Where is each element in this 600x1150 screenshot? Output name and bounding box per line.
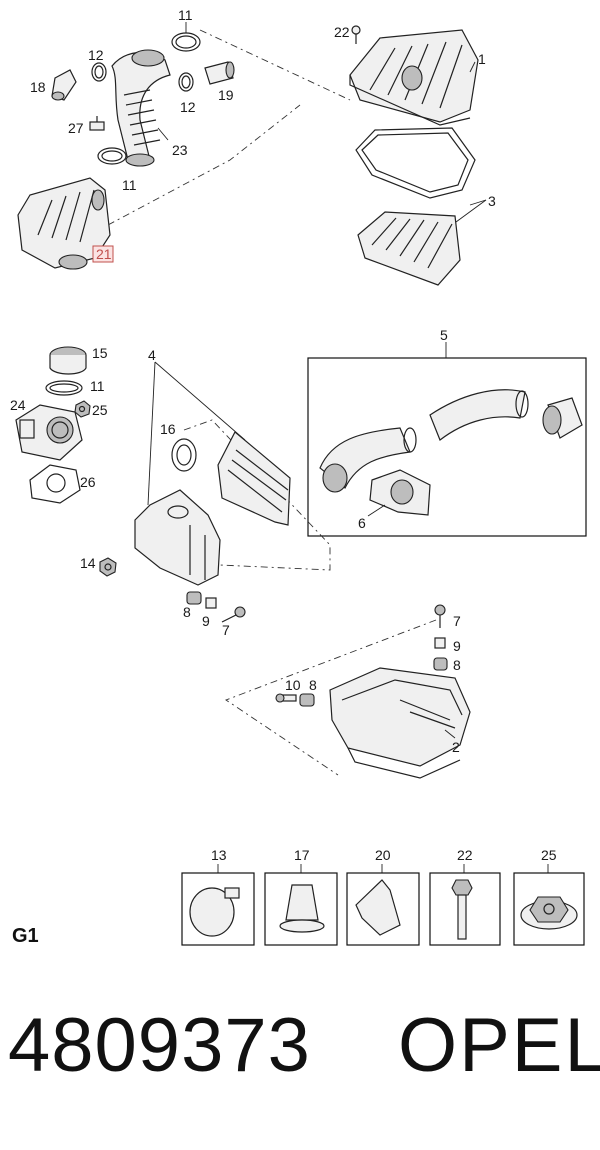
- lead-6: [367, 504, 386, 517]
- callout-11-lower: 11: [122, 177, 137, 193]
- callout-5: 5: [440, 327, 448, 343]
- callout-26: 26: [80, 474, 96, 490]
- spacer-9-lower[interactable]: [434, 637, 446, 649]
- coupler-15[interactable]: [49, 346, 87, 375]
- callout-1: 1: [478, 51, 486, 67]
- callout-25-mid: 25: [92, 402, 108, 418]
- callout-9-mid: 9: [202, 613, 210, 629]
- air-cleaner-lower-housing-2[interactable]: [329, 667, 471, 779]
- throttle-body-24[interactable]: [15, 404, 83, 461]
- housing-insert-16[interactable]: [171, 438, 197, 472]
- tube-19[interactable]: [204, 61, 235, 85]
- gasket-26[interactable]: [29, 464, 81, 504]
- fastener-25[interactable]: 25: [513, 847, 585, 946]
- callout-21-box: [92, 245, 114, 263]
- callout-12-left: 12: [88, 47, 104, 63]
- callout-11-mid: 11: [90, 378, 105, 394]
- bolt-10[interactable]: [275, 693, 297, 703]
- lead-23: [157, 127, 169, 141]
- callout-9-lower: 9: [453, 638, 461, 654]
- callout-4: 4: [148, 347, 156, 363]
- spacer-9-mid[interactable]: [205, 597, 217, 609]
- callout-21: 21: [96, 246, 112, 262]
- routing-line-top: [199, 29, 351, 101]
- hose-clamp-11-top[interactable]: [171, 22, 201, 52]
- legend-label-25: 25: [541, 847, 557, 863]
- fastener-20[interactable]: 20: [346, 847, 420, 946]
- legend-label-20: 20: [375, 847, 391, 863]
- lead-4b: [154, 361, 246, 441]
- legend-label-13: 13: [211, 847, 227, 863]
- bushing-8-lower[interactable]: [433, 657, 448, 671]
- callout-8-lower: 8: [453, 657, 461, 673]
- callout-3: 3: [488, 193, 496, 209]
- bushing-8-mid[interactable]: [186, 591, 202, 605]
- parts-diagram: 11 22 1 23 12 12 18 19: [10, 7, 587, 946]
- callout-8-mid: 8: [183, 604, 191, 620]
- lead-4a: [147, 361, 156, 506]
- bushing-8-bottom[interactable]: [299, 693, 315, 707]
- bolt-7-lower[interactable]: [434, 604, 446, 628]
- routing-line-lower: [225, 619, 437, 776]
- sensor-27[interactable]: [89, 116, 105, 131]
- group-5-box: [307, 357, 587, 537]
- routing-line-top-2: [107, 104, 301, 226]
- callout-8-bottom: 8: [309, 677, 317, 693]
- screw-22[interactable]: [351, 25, 361, 44]
- brand-name: OPEL: [398, 1003, 600, 1088]
- callout-6: 6: [358, 515, 366, 531]
- callout-27: 27: [68, 120, 84, 136]
- callout-19: 19: [218, 87, 234, 103]
- hose-clamp-11-mid[interactable]: [45, 380, 83, 396]
- part-number: 4809373: [8, 1003, 311, 1088]
- fastener-22[interactable]: 22: [429, 847, 501, 946]
- air-cleaner-cover-1[interactable]: [349, 29, 479, 126]
- routing-line-mid: [183, 419, 331, 571]
- callout-15: 15: [92, 345, 108, 361]
- callout-11: 11: [178, 7, 193, 23]
- grommet-14[interactable]: [99, 557, 117, 577]
- lead-3a: [469, 199, 487, 206]
- elbow-18[interactable]: [51, 69, 77, 101]
- callout-7-lower: 7: [453, 613, 461, 629]
- callout-24: 24: [10, 397, 26, 413]
- lead-2: [444, 729, 456, 739]
- callout-10: 10: [285, 677, 301, 693]
- housing-body-4[interactable]: [134, 489, 221, 586]
- callout-22: 22: [334, 24, 350, 40]
- filter-element-4[interactable]: [217, 431, 291, 526]
- legend-label-17: 17: [294, 847, 310, 863]
- nut-25-mid[interactable]: [74, 400, 91, 418]
- callout-18: 18: [30, 79, 46, 95]
- callout-23: 23: [172, 142, 188, 158]
- fastener-17[interactable]: 17: [264, 847, 338, 946]
- lead-3b: [455, 199, 487, 223]
- callout-12-right: 12: [180, 99, 196, 115]
- air-filter-3[interactable]: [357, 211, 461, 286]
- group-label: G1: [12, 925, 39, 947]
- resonator-housing-21[interactable]: [17, 177, 111, 270]
- lead-1: [469, 61, 476, 73]
- legend-label-22: 22: [457, 847, 473, 863]
- gasket-3[interactable]: [355, 127, 476, 199]
- intake-hose-23[interactable]: [111, 49, 171, 167]
- callout-2: 2: [452, 739, 460, 755]
- clamp-12-right[interactable]: [178, 72, 194, 92]
- callout-14: 14: [80, 555, 96, 571]
- clamp-12-left[interactable]: [91, 62, 107, 82]
- air-duct-5[interactable]: [319, 389, 583, 493]
- bolt-7-mid[interactable]: [221, 606, 246, 623]
- fastener-13[interactable]: 13: [181, 847, 255, 946]
- adapter-6[interactable]: [369, 469, 431, 516]
- callout-7-mid: 7: [222, 622, 230, 638]
- hose-clamp-11-lower[interactable]: [97, 147, 127, 165]
- callout-16: 16: [160, 421, 176, 437]
